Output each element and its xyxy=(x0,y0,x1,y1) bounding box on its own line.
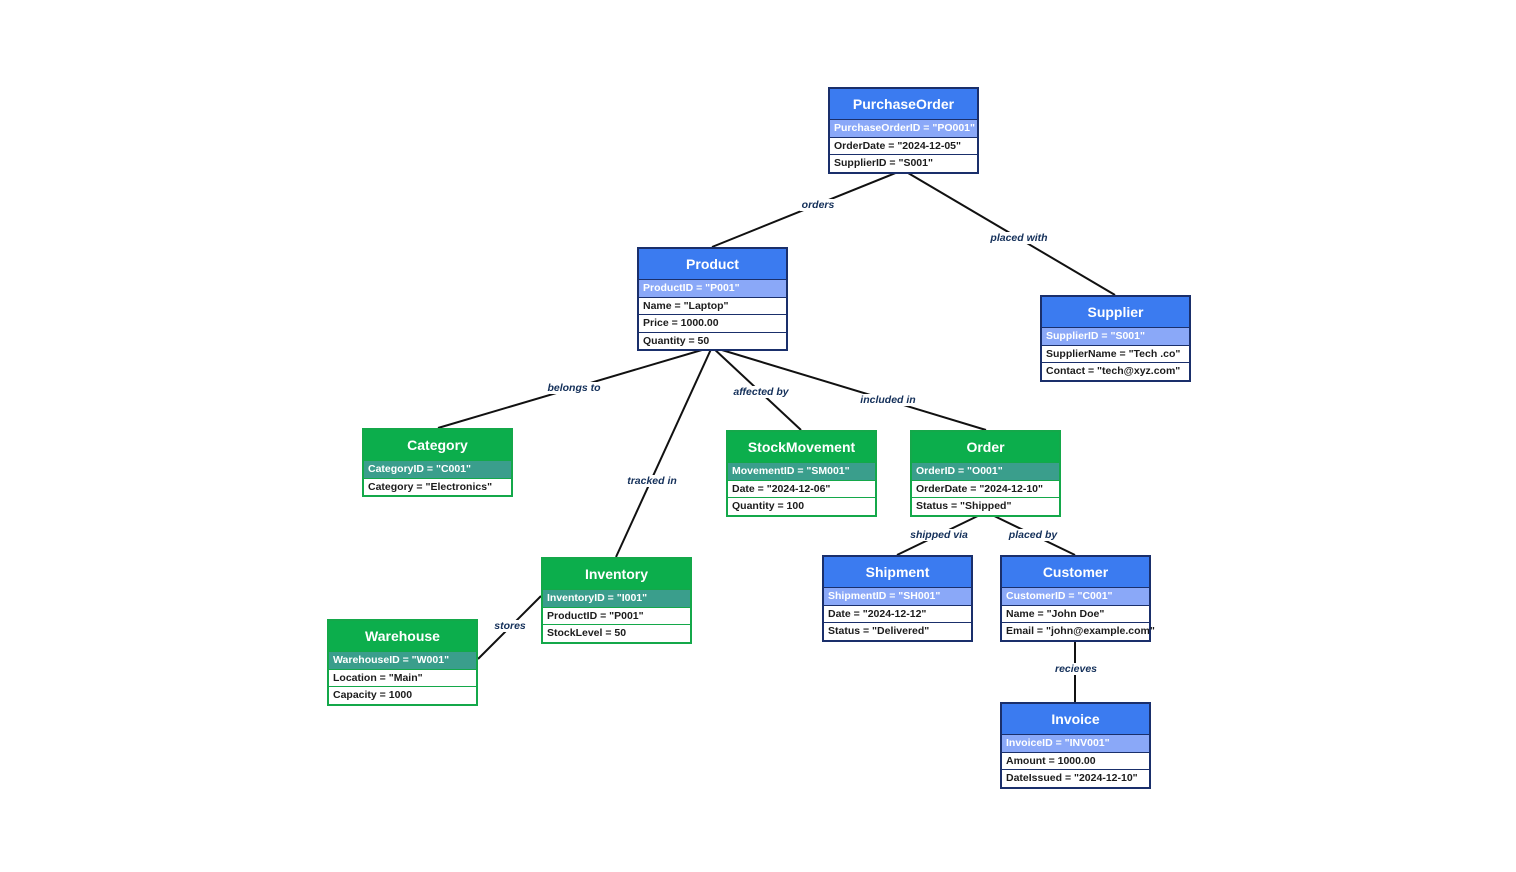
entity-title: Warehouse xyxy=(329,621,476,651)
entity-category: Category CategoryID = "C001" Category = … xyxy=(362,428,513,497)
entity-attribute: Status = "Shipped" xyxy=(912,497,1059,515)
entity-title: StockMovement xyxy=(728,432,875,462)
entity-attribute: Status = "Delivered" xyxy=(824,622,971,640)
entity-stockmovement: StockMovement MovementID = "SM001" Date … xyxy=(726,430,877,517)
entity-attribute-key: InvoiceID = "INV001" xyxy=(1002,734,1149,752)
entity-attribute: Name = "Laptop" xyxy=(639,296,786,315)
entity-attribute: OrderDate = "2024-12-05" xyxy=(830,136,977,155)
entity-shipment: Shipment ShipmentID = "SH001" Date = "20… xyxy=(822,555,973,642)
entity-attribute-key: InventoryID = "I001" xyxy=(543,589,690,607)
entity-title: Invoice xyxy=(1002,704,1149,734)
entity-attribute: SupplierName = "Tech .co" xyxy=(1042,344,1189,363)
entity-attribute-key: ProductID = "P001" xyxy=(639,279,786,297)
relationship-label-shipped-via: shipped via xyxy=(908,529,970,541)
relationship-label-affected-by: affected by xyxy=(731,386,791,398)
entity-attribute: Date = "2024-12-12" xyxy=(824,604,971,623)
entity-attribute-key: WarehouseID = "W001" xyxy=(329,651,476,669)
entity-attribute-key: MovementID = "SM001" xyxy=(728,462,875,480)
relationship-label-tracked-in: tracked in xyxy=(625,475,679,487)
entity-attribute: Location = "Main" xyxy=(329,668,476,687)
entity-warehouse: Warehouse WarehouseID = "W001" Location … xyxy=(327,619,478,706)
entity-title: Category xyxy=(364,430,511,460)
entity-attribute-key: CustomerID = "C001" xyxy=(1002,587,1149,605)
entity-attribute: Quantity = 100 xyxy=(728,497,875,515)
entity-attribute: Quantity = 50 xyxy=(639,331,786,350)
entity-attribute: Price = 1000.00 xyxy=(639,314,786,332)
entity-attribute-key: PurchaseOrderID = "PO001" xyxy=(830,119,977,137)
relationship-label-belongs-to: belongs to xyxy=(545,382,603,394)
relationship-label-recieves: recieves xyxy=(1052,663,1100,675)
entity-title: Supplier xyxy=(1042,297,1189,327)
entity-product: Product ProductID = "P001" Name = "Lapto… xyxy=(637,247,788,351)
entity-title: Product xyxy=(639,249,786,279)
relationship-label-stores: stores xyxy=(492,620,528,632)
entity-title: Shipment xyxy=(824,557,971,587)
entity-customer: Customer CustomerID = "C001" Name = "Joh… xyxy=(1000,555,1155,642)
entity-attribute: Date = "2024-12-06" xyxy=(728,479,875,498)
entity-purchaseorder: PurchaseOrder PurchaseOrderID = "PO001" … xyxy=(828,87,979,174)
entity-attribute: Category = "Electronics" xyxy=(364,477,511,496)
entity-inventory: Inventory InventoryID = "I001" ProductID… xyxy=(541,557,692,644)
entity-title: Order xyxy=(912,432,1059,462)
entity-title: PurchaseOrder xyxy=(830,89,977,119)
entity-supplier: Supplier SupplierID = "S001" SupplierNam… xyxy=(1040,295,1191,382)
relationship-label-included-in: included in xyxy=(858,394,918,406)
entity-attribute-key: SupplierID = "S001" xyxy=(1042,327,1189,345)
entity-attribute: Email = "john@example.com" xyxy=(1002,622,1155,640)
entity-attribute-key: OrderID = "O001" xyxy=(912,462,1059,480)
relationship-label-orders: orders xyxy=(799,199,837,211)
entity-order: Order OrderID = "O001" OrderDate = "2024… xyxy=(910,430,1061,517)
entity-attribute-key: CategoryID = "C001" xyxy=(364,460,511,478)
entity-invoice: Invoice InvoiceID = "INV001" Amount = 10… xyxy=(1000,702,1151,789)
entity-attribute-key: ShipmentID = "SH001" xyxy=(824,587,971,605)
relationship-label-placed-with: placed with xyxy=(988,232,1050,244)
edge-product-inventory xyxy=(615,346,713,558)
entity-attribute: OrderDate = "2024-12-10" xyxy=(912,479,1059,498)
edge-product-order xyxy=(711,346,987,431)
entity-attribute: Contact = "tech@xyz.com" xyxy=(1042,362,1189,380)
entity-title: Inventory xyxy=(543,559,690,589)
entity-attribute: StockLevel = 50 xyxy=(543,624,690,642)
entity-attribute: Amount = 1000.00 xyxy=(1002,751,1149,770)
relationship-label-placed-by: placed by xyxy=(1006,529,1060,541)
entity-title: Customer xyxy=(1002,557,1149,587)
entity-attribute: Capacity = 1000 xyxy=(329,686,476,704)
entity-attribute: DateIssued = "2024-12-10" xyxy=(1002,769,1149,787)
entity-attribute: ProductID = "P001" xyxy=(543,606,690,625)
entity-attribute: Name = "John Doe" xyxy=(1002,604,1149,623)
entity-attribute: SupplierID = "S001" xyxy=(830,154,977,172)
